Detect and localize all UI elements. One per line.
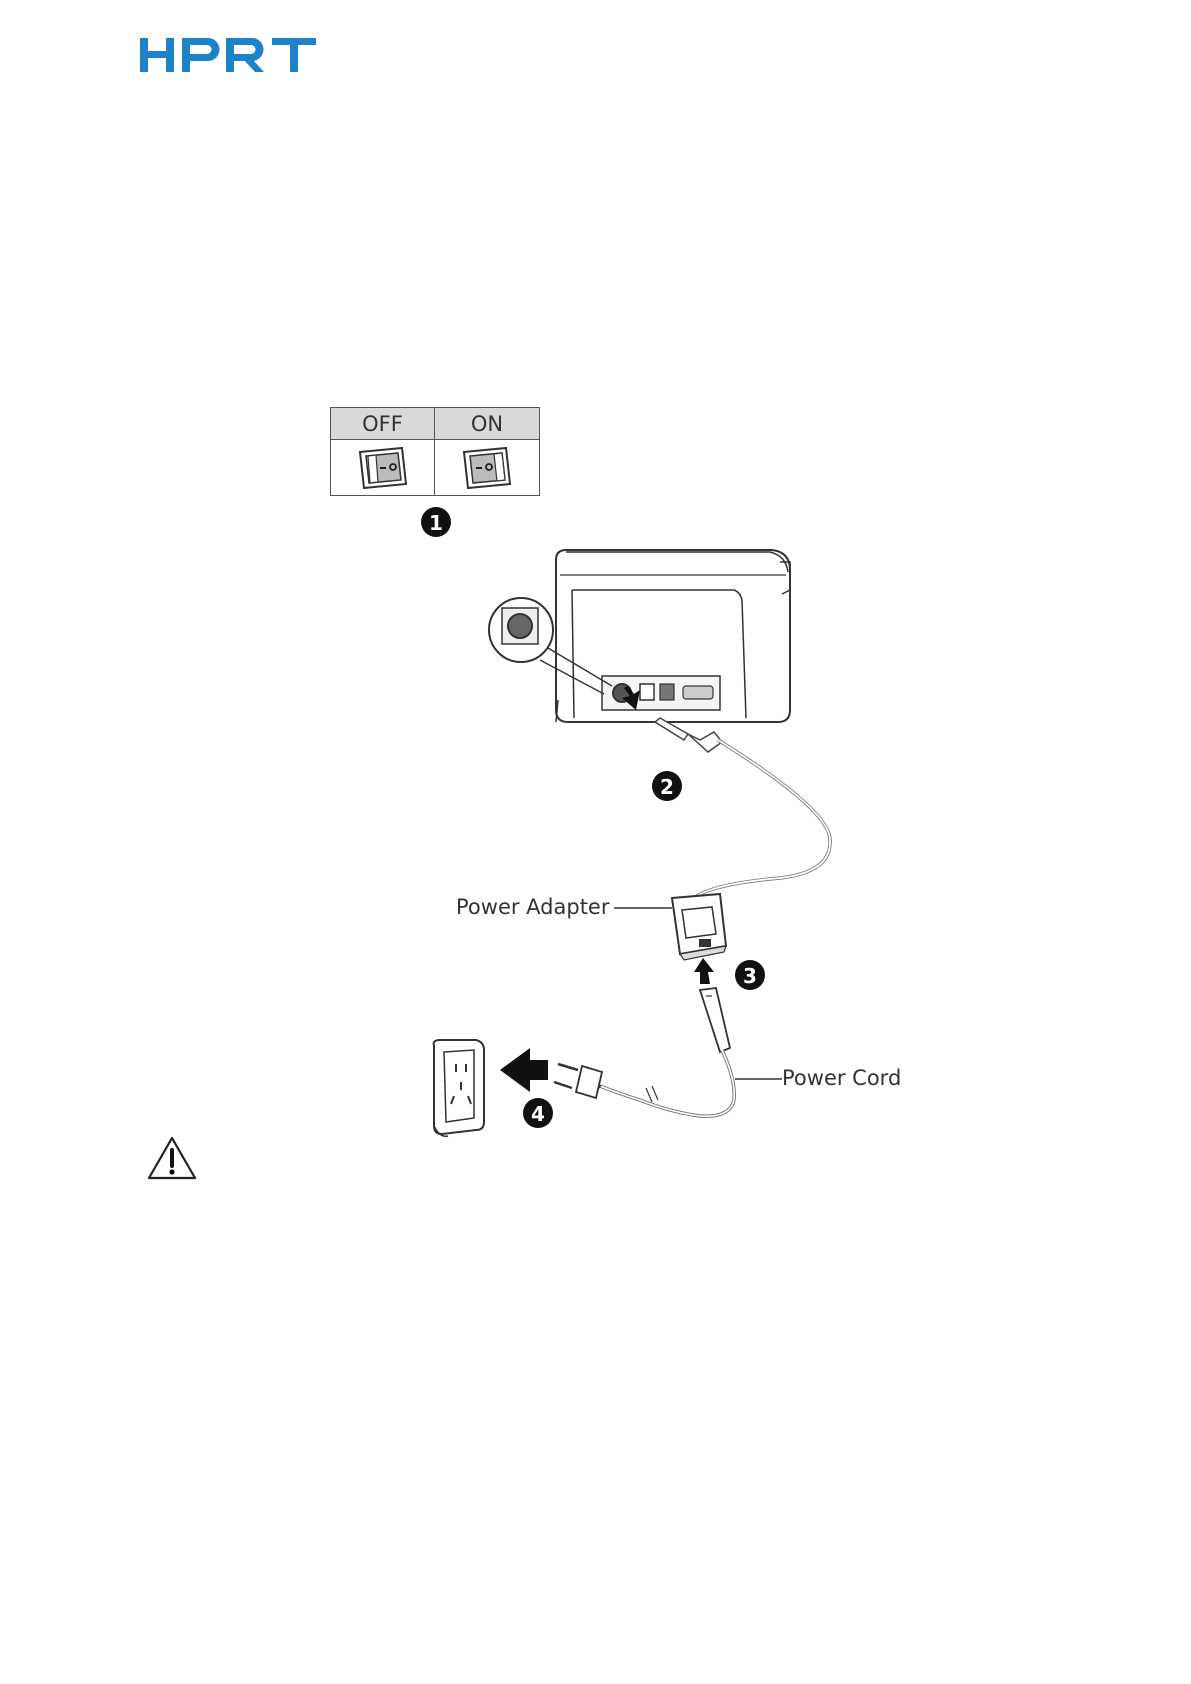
step-1-marker: 1	[421, 507, 451, 537]
ac-plug-icon	[554, 1064, 602, 1098]
step-2-number: 2	[660, 775, 674, 799]
step-1-number: 1	[429, 511, 443, 535]
power-adapter-icon	[672, 894, 726, 960]
step-3-number: 3	[743, 964, 757, 988]
power-cord-label: Power Cord	[782, 1066, 901, 1090]
dc-cable	[655, 718, 830, 912]
step-4-marker: 4	[523, 1098, 553, 1128]
printer-rear-icon	[556, 550, 790, 722]
step-3-marker: 3	[735, 960, 765, 990]
arrow-icon	[694, 958, 714, 984]
warning-triangle-icon	[146, 1134, 198, 1182]
wall-socket-icon	[434, 1040, 484, 1136]
power-adapter-label: Power Adapter	[456, 895, 609, 919]
step-2-marker: 2	[652, 771, 682, 801]
step-4-number: 4	[531, 1102, 545, 1126]
arrow-icon	[500, 1048, 548, 1092]
power-cord-icon	[600, 988, 734, 1116]
